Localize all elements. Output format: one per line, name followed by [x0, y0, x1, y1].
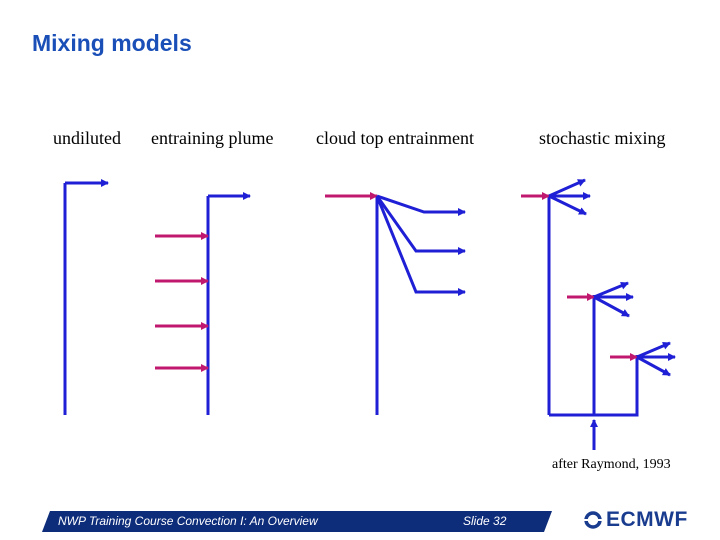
label-stochastic-mixing: stochastic mixing: [539, 128, 666, 148]
stochastic-detrainment-arrow: [593, 281, 629, 299]
footer-slide-number: Slide 32: [463, 514, 507, 528]
stochastic-parcel-path: [549, 295, 596, 417]
source-credit: after Raymond, 1993: [552, 457, 671, 472]
footer-course-title: NWP Training Course Convection I: An Ove…: [58, 514, 318, 528]
stochastic-detrainment-arrow: [636, 355, 671, 377]
ecmwf-logo-icon: [583, 511, 603, 529]
cte-detrainment-arrow: [375, 195, 466, 255]
stochastic-parcel-path: [594, 355, 639, 417]
stochastic-mixing-diagram: [521, 178, 676, 450]
label-entraining-plume: entraining plume: [151, 128, 274, 148]
ecmwf-logo: ECMWF: [580, 508, 688, 532]
footer-band: [42, 511, 552, 532]
ecmwf-logo-text: ECMWF: [606, 508, 688, 531]
cloud-top-entrainment-diagram: [325, 192, 466, 415]
label-cloud-top-entrainment: cloud top entrainment: [316, 128, 474, 148]
cte-detrainment-arrow: [375, 195, 466, 296]
label-undiluted: undiluted: [53, 128, 121, 148]
stochastic-detrainment-arrow: [636, 341, 671, 359]
stochastic-detrainment-arrow: [548, 194, 587, 216]
slide-title: Mixing models: [32, 30, 192, 56]
entraining-plume-diagram: [155, 192, 251, 415]
stochastic-detrainment-arrow: [593, 295, 630, 318]
undiluted-diagram: [63, 179, 109, 415]
stochastic-detrainment-arrow: [548, 178, 586, 198]
cte-detrainment-arrow: [376, 194, 466, 216]
